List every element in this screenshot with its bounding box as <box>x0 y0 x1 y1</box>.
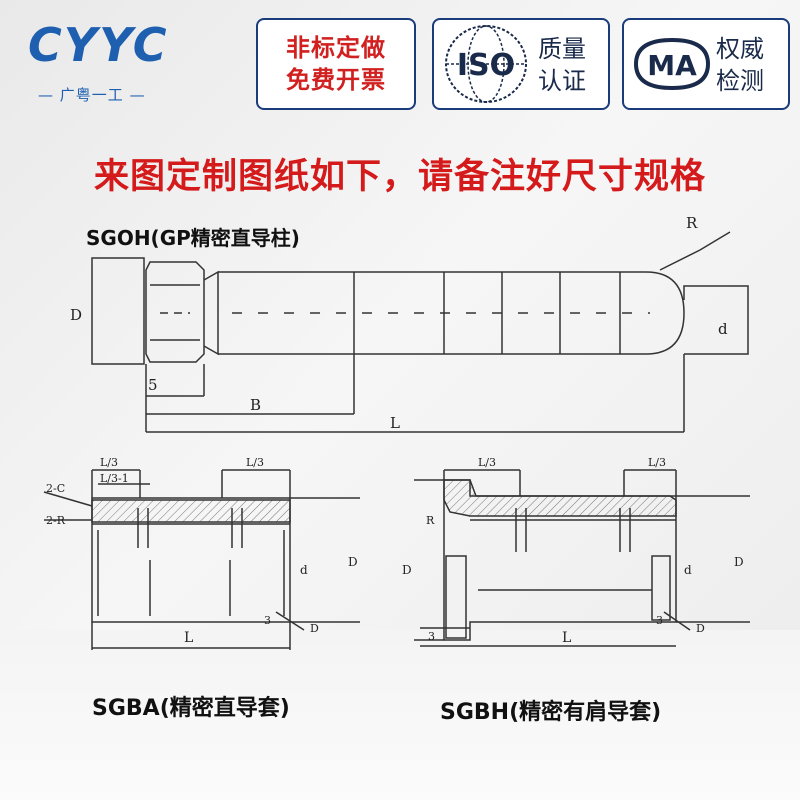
sgoh-D-label: D <box>70 306 82 324</box>
bottom-background-band <box>0 630 800 800</box>
custom-order-line1: 非标定做 <box>286 34 386 62</box>
brand-logo: CYYC — 广粤一工 — <box>14 18 214 108</box>
iso-globe-icon: ISO <box>445 25 527 103</box>
sgoh-head <box>91 257 145 365</box>
sgba-radius-label: 2-R <box>46 514 66 527</box>
sgoh-L-label: L <box>390 414 400 432</box>
ma-line1: 权威 <box>716 35 764 63</box>
sgba-D-leader-label: D <box>310 622 319 635</box>
sgbh-L-label: L <box>562 630 571 646</box>
sgba-D-label: D <box>348 555 358 569</box>
sgoh-neck <box>203 270 219 356</box>
sgbh-D-right-label: D <box>734 555 744 569</box>
sgbh-title: SGBH(精密有肩导套) <box>440 700 662 725</box>
logo-subtext: — 广粤一工 — <box>38 86 146 104</box>
sgoh-B-label: B <box>250 396 261 414</box>
sgoh-shaft <box>218 271 685 355</box>
ma-logo-text: MA <box>647 49 697 82</box>
iso-line2: 认证 <box>538 67 586 95</box>
sgbh-drawing <box>414 469 750 647</box>
ma-inspection-badge: MA 权威 检测 <box>622 18 790 110</box>
logo-text: CYYC <box>28 18 169 72</box>
sgbh-hatched-wall <box>443 479 677 517</box>
sgbh-3-right-label: 3 <box>656 614 663 627</box>
custom-order-badge: 非标定做 免费开票 <box>256 18 416 110</box>
sgba-chamfer-label: 2-C <box>46 482 65 495</box>
sgbh-labels: L/3 L/3 R D d D 3 3 D L <box>402 456 744 646</box>
sgoh-radius-leader <box>659 231 731 271</box>
sgba-L3-minus-label: L/3-1 <box>100 472 129 485</box>
sgbh-left-flange <box>445 555 467 639</box>
sgoh-title: SGOH(GP精密直导柱) <box>86 226 300 250</box>
sgbh-3-left-label: 3 <box>428 630 435 643</box>
sgba-title: SGBA(精密直导套) <box>92 696 290 721</box>
sgba-L-label: L <box>184 630 193 646</box>
sgoh-d-label: d <box>718 320 728 338</box>
sgba-labels: L/3 L/3-1 L/3 2-C 2-R d D 3 D L <box>46 456 358 646</box>
custom-order-line2: 免费开票 <box>286 66 386 94</box>
sgbh-D-leader-label: D <box>696 622 705 635</box>
sgoh-R-label: R <box>686 214 698 232</box>
ma-seal-icon: MA <box>633 37 711 91</box>
sgba-L3-top-label: L/3 <box>100 456 118 469</box>
sgoh-drawing <box>91 231 749 433</box>
sgoh-5-label: 5 <box>148 376 158 394</box>
sgoh-collar <box>145 261 205 363</box>
sgbh-right-wall <box>651 555 671 621</box>
sgbh-R-label: R <box>426 514 435 527</box>
iso-line1: 质量 <box>538 35 586 63</box>
sgbh-d-label: d <box>684 563 692 577</box>
sgbh-D-label: D <box>402 563 412 577</box>
sgba-drawing <box>43 469 360 650</box>
sgba-3-label: 3 <box>264 614 271 627</box>
sgoh-tip <box>683 285 749 355</box>
ma-line2: 检测 <box>716 67 764 95</box>
sgbh-L3-left-label: L/3 <box>478 456 496 469</box>
sgbh-L3-right-label: L/3 <box>648 456 666 469</box>
headline: 来图定制图纸如下，请备注好尺寸规格 <box>93 157 706 197</box>
iso-certification-badge: ISO 质量 认证 <box>432 18 610 110</box>
sgba-L3-right-label: L/3 <box>246 456 264 469</box>
sgba-d-label: d <box>300 563 308 577</box>
sgoh-labels: D d R 5 B L <box>70 214 728 432</box>
iso-logo-text: ISO <box>457 48 515 83</box>
sgba-hatched-wall <box>91 499 291 523</box>
